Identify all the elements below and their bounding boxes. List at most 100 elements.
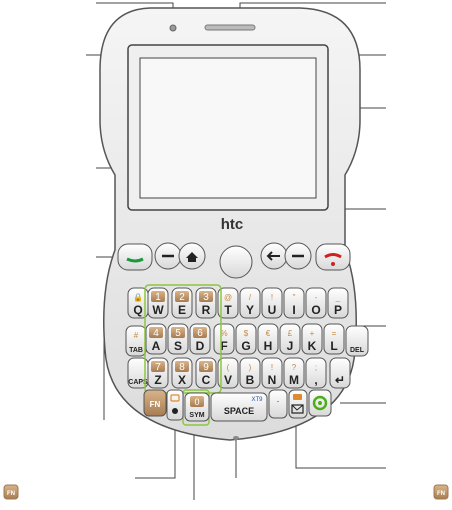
end-button[interactable] [315, 243, 351, 271]
key-2-2[interactable]: 4A [145, 323, 167, 355]
svg-text:FN: FN [7, 491, 15, 497]
fn-key[interactable] [143, 389, 167, 417]
key-sub-label: = [332, 329, 337, 338]
key-label: , [314, 373, 317, 387]
earpiece [204, 24, 256, 31]
phone-red-icon [324, 253, 342, 259]
key-sub-label: $ [244, 329, 249, 338]
key-2-6[interactable]: $G [235, 323, 257, 355]
key-label: CAPS [128, 379, 148, 386]
key-1-4[interactable]: 3R [195, 287, 217, 319]
key-label: L [330, 339, 337, 353]
key-sub-label: # [134, 331, 139, 340]
key-2-7[interactable]: €H [257, 323, 279, 355]
key-label: I [292, 303, 295, 317]
key-label: Q [133, 303, 142, 317]
key-sub-label: 8 [179, 362, 185, 373]
key-3-10[interactable]: ↵ [329, 357, 351, 389]
key-label: F [220, 339, 227, 353]
key-1-6[interactable]: /Y [239, 287, 261, 319]
key-2-4[interactable]: 6D [189, 323, 211, 355]
key-label: P [334, 303, 342, 317]
svg-text:FN: FN [150, 400, 161, 409]
fn-badge-left [3, 484, 19, 500]
key-1-3[interactable]: 2E [171, 287, 193, 319]
key-3-2[interactable]: 7Z [147, 357, 169, 389]
svg-text:SPACE: SPACE [224, 406, 254, 416]
key-1-7[interactable]: !U [261, 287, 283, 319]
key-sub-label: £ [288, 329, 293, 338]
svg-text:FN: FN [437, 491, 445, 497]
key-label: X [178, 373, 186, 387]
key-label: T [224, 303, 232, 317]
key-label: D [196, 339, 205, 353]
key-sub-label: 4 [153, 328, 159, 339]
keyboard: 🔒Q1W2E3R@T/Y!U"I-O_P#TAB4A5S6D%F$G€H£J+K… [125, 287, 369, 389]
people-icon [172, 408, 178, 414]
key-label: A [152, 339, 161, 353]
key-label: Y [246, 303, 254, 317]
key-sub-label: € [266, 329, 271, 338]
key-1-10[interactable]: _P [327, 287, 349, 319]
key-3-7[interactable]: !N [261, 357, 283, 389]
key-1-5[interactable]: @T [217, 287, 239, 319]
key-3-1[interactable]: CAPS [127, 357, 149, 389]
key-sub-label: 9 [203, 362, 209, 373]
svg-text:XT9: XT9 [251, 397, 263, 403]
key-label: J [287, 339, 294, 353]
key-sub-label: ) [249, 363, 252, 372]
key-label: TAB [129, 347, 143, 354]
key-2-11[interactable]: DEL [345, 325, 369, 357]
key-sub-label: % [220, 329, 227, 338]
svg-text:SYM: SYM [189, 412, 204, 419]
key-label: W [152, 303, 164, 317]
fn-badge-right [433, 484, 449, 500]
home-icon [186, 252, 198, 262]
key-sub-label: + [310, 329, 315, 338]
key-2-3[interactable]: 5S [167, 323, 189, 355]
key-sub-label: ? [292, 363, 297, 372]
key-sub-label: 1 [155, 292, 161, 303]
key-1-2[interactable]: 1W [147, 287, 169, 319]
svg-text:.: . [277, 394, 280, 404]
key-label: V [224, 373, 232, 387]
key-2-5[interactable]: %F [213, 323, 235, 355]
key-label: O [311, 303, 320, 317]
call-button[interactable] [117, 243, 153, 271]
key-1-9[interactable]: -O [305, 287, 327, 319]
key-2-10[interactable]: =L [323, 323, 345, 355]
key-label: R [202, 303, 211, 317]
key-3-8[interactable]: ?M [283, 357, 305, 389]
key-sub-label: / [249, 293, 252, 302]
chat-icon [293, 394, 302, 400]
microphone [233, 436, 239, 440]
key-3-6[interactable]: )B [239, 357, 261, 389]
key-label: Z [154, 373, 161, 387]
key-sub-label: 7 [155, 362, 161, 373]
screen [139, 57, 317, 199]
key-2-1[interactable]: # TAB [125, 325, 147, 357]
key-label: E [178, 303, 186, 317]
key-1-8[interactable]: "I [283, 287, 305, 319]
key-label: C [202, 373, 211, 387]
back-arrow-icon [266, 251, 280, 261]
space-key[interactable] [210, 392, 268, 422]
key-sub-label: @ [224, 293, 232, 302]
period-key[interactable] [268, 389, 288, 419]
key-3-5[interactable]: (V [217, 357, 239, 389]
key-3-9[interactable]: ;, [305, 357, 327, 389]
key-3-4[interactable]: 9C [195, 357, 217, 389]
key-label: H [264, 339, 273, 353]
svg-text:0: 0 [194, 397, 199, 407]
key-2-8[interactable]: £J [279, 323, 301, 355]
key-label: K [308, 339, 317, 353]
key-sub-label: ; [315, 363, 317, 372]
key-sub-label: 3 [203, 292, 209, 303]
key-sub-label: - [315, 293, 318, 302]
key-2-9[interactable]: +K [301, 323, 323, 355]
key-3-3[interactable]: 8X [171, 357, 193, 389]
center-trackball[interactable] [219, 245, 253, 279]
key-label: B [246, 373, 255, 387]
key-label: DEL [350, 347, 365, 354]
